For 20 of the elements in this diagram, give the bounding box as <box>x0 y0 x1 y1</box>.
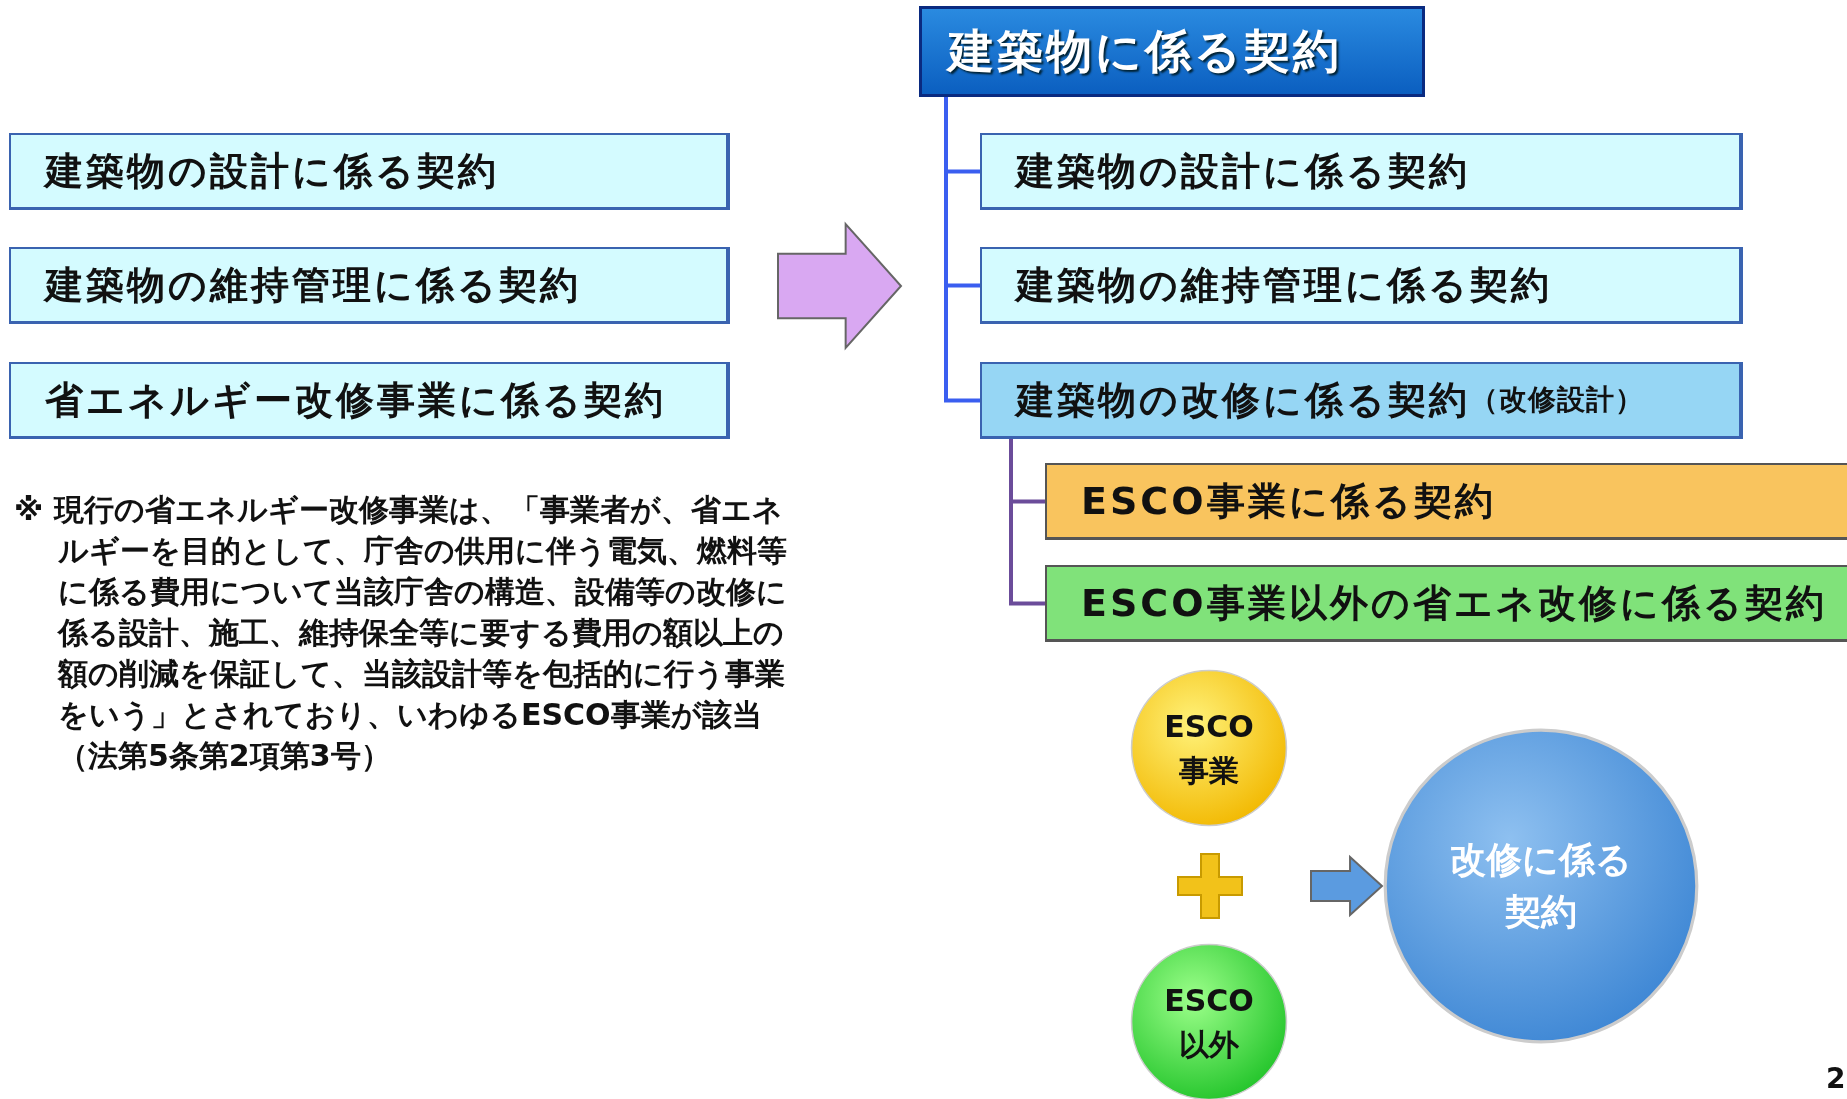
circle-label: ESCO事業 <box>1163 707 1255 789</box>
contract-box: 建築物の設計に係る契約 <box>980 133 1743 210</box>
box-text: 建築物の改修に係る契約 <box>1016 376 1470 424</box>
note-text: （改修設計） <box>1470 382 1644 418</box>
connector-line <box>944 97 980 403</box>
contract-box: 建築物の維持管理に係る契約 <box>9 247 730 324</box>
contract-box: 建築物の設計に係る契約 <box>9 133 730 210</box>
circle-label: 改修に係る契約 <box>1449 837 1633 934</box>
note-text: ※ 現行の省エネルギー改修事業は、「事業者が、省エネルギーを目的として、庁舎の供用に伴う電気、燃料等に係る費用について当該庁舎の構造、設備等の改修に係る設計、施工、維持保全等に要する費用の額以上の額の削減を保証して、当該設計等を包括的に行う事業をいう」とされており、いわゆるESCO事業が該当（法第5条第2項第3号） <box>14 491 788 775</box>
circle-label: ESCO以外 <box>1163 981 1255 1063</box>
contract-box <box>980 362 1743 439</box>
contract-box: 省エネルギー改修事業に係る契約 <box>9 362 730 439</box>
title-box: 建築物に係る契約 <box>919 6 1425 97</box>
block-arrow <box>1310 854 1384 918</box>
contract-box: ESCO事業以外の省エネ改修に係る契約 <box>1045 565 1847 642</box>
page-number: 2 <box>1826 1062 1846 1096</box>
contract-box: ESCO事業に係る契約 <box>1045 463 1847 540</box>
contract-box: 建築物の維持管理に係る契約 <box>980 247 1743 324</box>
block-arrow <box>777 221 903 351</box>
connector-line <box>1009 439 1045 606</box>
